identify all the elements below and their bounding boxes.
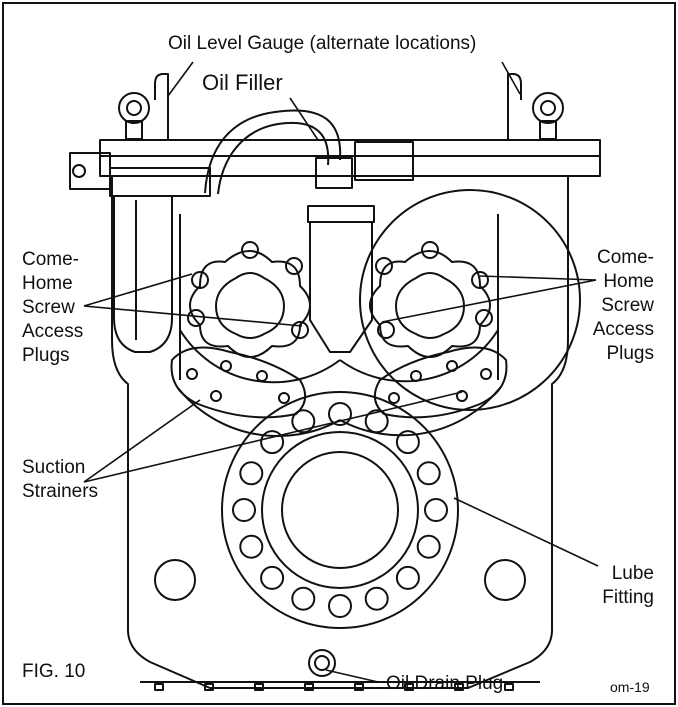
label-oil-filler: Oil Filler [202, 70, 283, 95]
lower-bolt-ring [232, 402, 448, 618]
figure-code: om-19 [610, 679, 650, 695]
leader-lube [453, 497, 599, 567]
bottom-flange [140, 681, 540, 691]
label-line: Access [592, 319, 654, 340]
bolt-circle [424, 498, 448, 522]
label-line: Suction [22, 457, 86, 478]
left-dipstick [154, 73, 169, 140]
bolt-circle [364, 586, 389, 611]
label-oil-level-gauge: Oil Level Gauge (alternate locations) [168, 33, 477, 54]
bolt-circle [395, 430, 420, 455]
bolt-circle [291, 586, 316, 611]
left-suction-strainer [170, 346, 307, 419]
label-line: Screw [601, 295, 654, 316]
label-line: Lube [611, 563, 654, 584]
leader-strainer-right [83, 391, 463, 483]
bolt-circle [416, 461, 441, 486]
label-line: Plugs [606, 343, 654, 364]
lower-gear-housing [221, 391, 459, 629]
label-line: Come- [596, 247, 654, 268]
label-line: Plugs [22, 345, 70, 366]
label-come-home-right: Come- Home Screw Access Plugs [592, 246, 654, 366]
bolt-circle [328, 402, 352, 426]
bolt-circle [260, 430, 285, 455]
label-line: Home [22, 273, 73, 294]
leader-strainer-left [83, 399, 201, 483]
label-come-home-left: Come- Home Screw Access Plugs [22, 248, 83, 368]
label-lube-fitting: Lube Fitting [592, 562, 654, 610]
right-screw-cover [369, 241, 493, 358]
leader-gauge-right [501, 61, 521, 95]
label-line: Come- [22, 249, 80, 270]
label-suction-strainers: Suction Strainers [22, 456, 98, 504]
bolt-circle [416, 534, 441, 559]
bolt-circle [395, 565, 420, 590]
bolt-circle [232, 498, 256, 522]
right-lifting-eye [532, 92, 564, 140]
right-suction-strainer [373, 346, 508, 419]
top-cover [99, 139, 601, 177]
leader-comehome-right-b [381, 279, 597, 323]
leader-lines [83, 61, 599, 683]
right-dipstick [507, 73, 522, 140]
left-lifting-eye [118, 92, 150, 140]
bolt-circle [291, 409, 316, 434]
bolt-circle [328, 594, 352, 618]
left-pump-body [177, 214, 341, 438]
oil-drain-plug [308, 649, 336, 677]
leader-comehome-right-a [479, 275, 597, 281]
label-line: Fitting [602, 587, 654, 608]
left-filter-housing [69, 152, 211, 353]
left-screw-cover [187, 241, 311, 358]
leader-comehome-left-a [83, 273, 193, 307]
label-line: Strainers [22, 481, 99, 502]
bolt-circle [260, 565, 285, 590]
left-lower-pad [154, 559, 196, 601]
leader-filler [289, 97, 319, 141]
right-upper-housing [359, 189, 581, 411]
bolt-circle [364, 409, 389, 434]
oil-filler-pipe [204, 109, 414, 195]
bolt-circle [239, 461, 264, 486]
main-housing [111, 176, 569, 689]
figure-number: FIG. 10 [22, 661, 86, 682]
leader-gauge-left [167, 61, 194, 97]
label-oil-drain-plug: Oil Drain Plug [386, 673, 504, 694]
label-line: Access [22, 321, 84, 342]
label-line: Screw [22, 297, 75, 318]
leader-comehome-left-b [83, 305, 303, 327]
label-line: Home [603, 271, 654, 292]
leader-drain [325, 669, 379, 683]
bolt-circle [239, 534, 264, 559]
right-lower-pad [484, 559, 526, 601]
